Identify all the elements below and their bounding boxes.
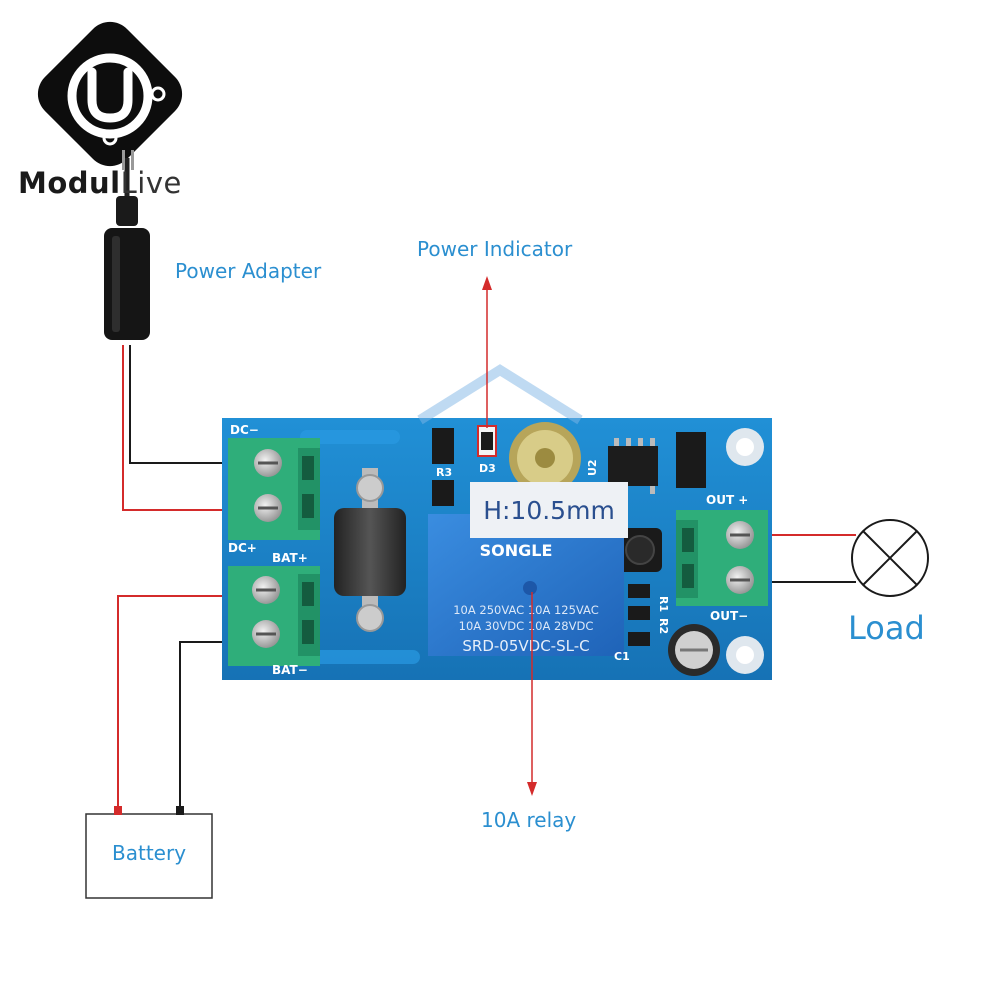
logo [37,21,183,167]
silk-d3: D3 [479,462,496,475]
relay-brand: SONGLE [480,541,553,560]
wire-battery-red [117,595,268,808]
relay-arrow [527,592,537,796]
resistor-r3 [432,428,454,464]
power-indicator-label: Power Indicator [417,237,573,261]
silk-u2: U2 [586,459,599,476]
relay-dot [523,581,537,595]
silk-out-plus: OUT + [706,493,748,507]
arrow-up-icon [482,276,492,290]
relay-model: SRD-05VDC-SL-C [462,637,589,655]
silk-r3: R3 [436,466,452,479]
capacitor-top [509,422,581,494]
relay-board: SONGLE 10A 250VAC 10A 125VAC 10A 30VDC 1… [222,364,772,680]
logo-text-thin: Live [120,166,182,200]
smd-part [432,480,454,506]
battery-label: Battery [112,841,187,865]
terminal-block-bat [228,566,320,666]
logo-node-icon [150,86,166,102]
logo-node-icon [102,130,118,146]
logo-text-bold: Modul [18,166,121,200]
terminal-block-dc [228,438,320,540]
wire-adapter-red [122,345,270,511]
load-label: Load [848,609,925,647]
ic-u2 [608,438,658,494]
battery-icon [85,806,213,899]
relay-label: 10A relay [481,808,577,832]
silk-dc-plus: DC+ [228,541,257,555]
power-adapter-icon [104,150,150,340]
capacitor-c1 [628,632,650,646]
silk-r2: R2 [657,618,670,634]
silk-dc-minus: DC− [230,423,259,437]
diode-component [334,468,406,632]
battery-positive-terminal [114,806,122,815]
silk-c1: C1 [614,650,630,663]
power-adapter-label: Power Adapter [175,259,322,283]
logo-ring [67,53,153,139]
logo-diamond [37,21,183,167]
inductor-l1 [618,528,662,572]
mounting-hole [726,428,764,466]
resistor-r1 [628,584,650,598]
silk-r1: R1 [657,596,670,612]
regulator [676,432,706,488]
logo-text: ModulLive [18,166,182,200]
silk-out-minus: OUT− [710,609,748,623]
indicator-arrow [482,276,492,428]
arrow-down-icon [527,782,537,796]
watermark [417,364,583,425]
battery-negative-terminal [176,806,184,815]
dimension-badge: H:10.5mm [470,482,628,538]
relay-rating-line2: 10A 30VDC 10A 28VDC [459,619,594,633]
silk-bat-plus: BAT+ [272,551,308,565]
load-lamp-icon [851,519,929,597]
resistor-r2 [628,606,650,620]
terminal-block-out [676,510,768,606]
relay-rating-line1: 10A 250VAC 10A 125VAC [453,603,599,617]
capacitor-bottom [668,624,720,676]
logo-u-icon [87,67,133,123]
silk-bat-minus: BAT− [272,663,308,677]
mounting-hole [726,636,764,674]
